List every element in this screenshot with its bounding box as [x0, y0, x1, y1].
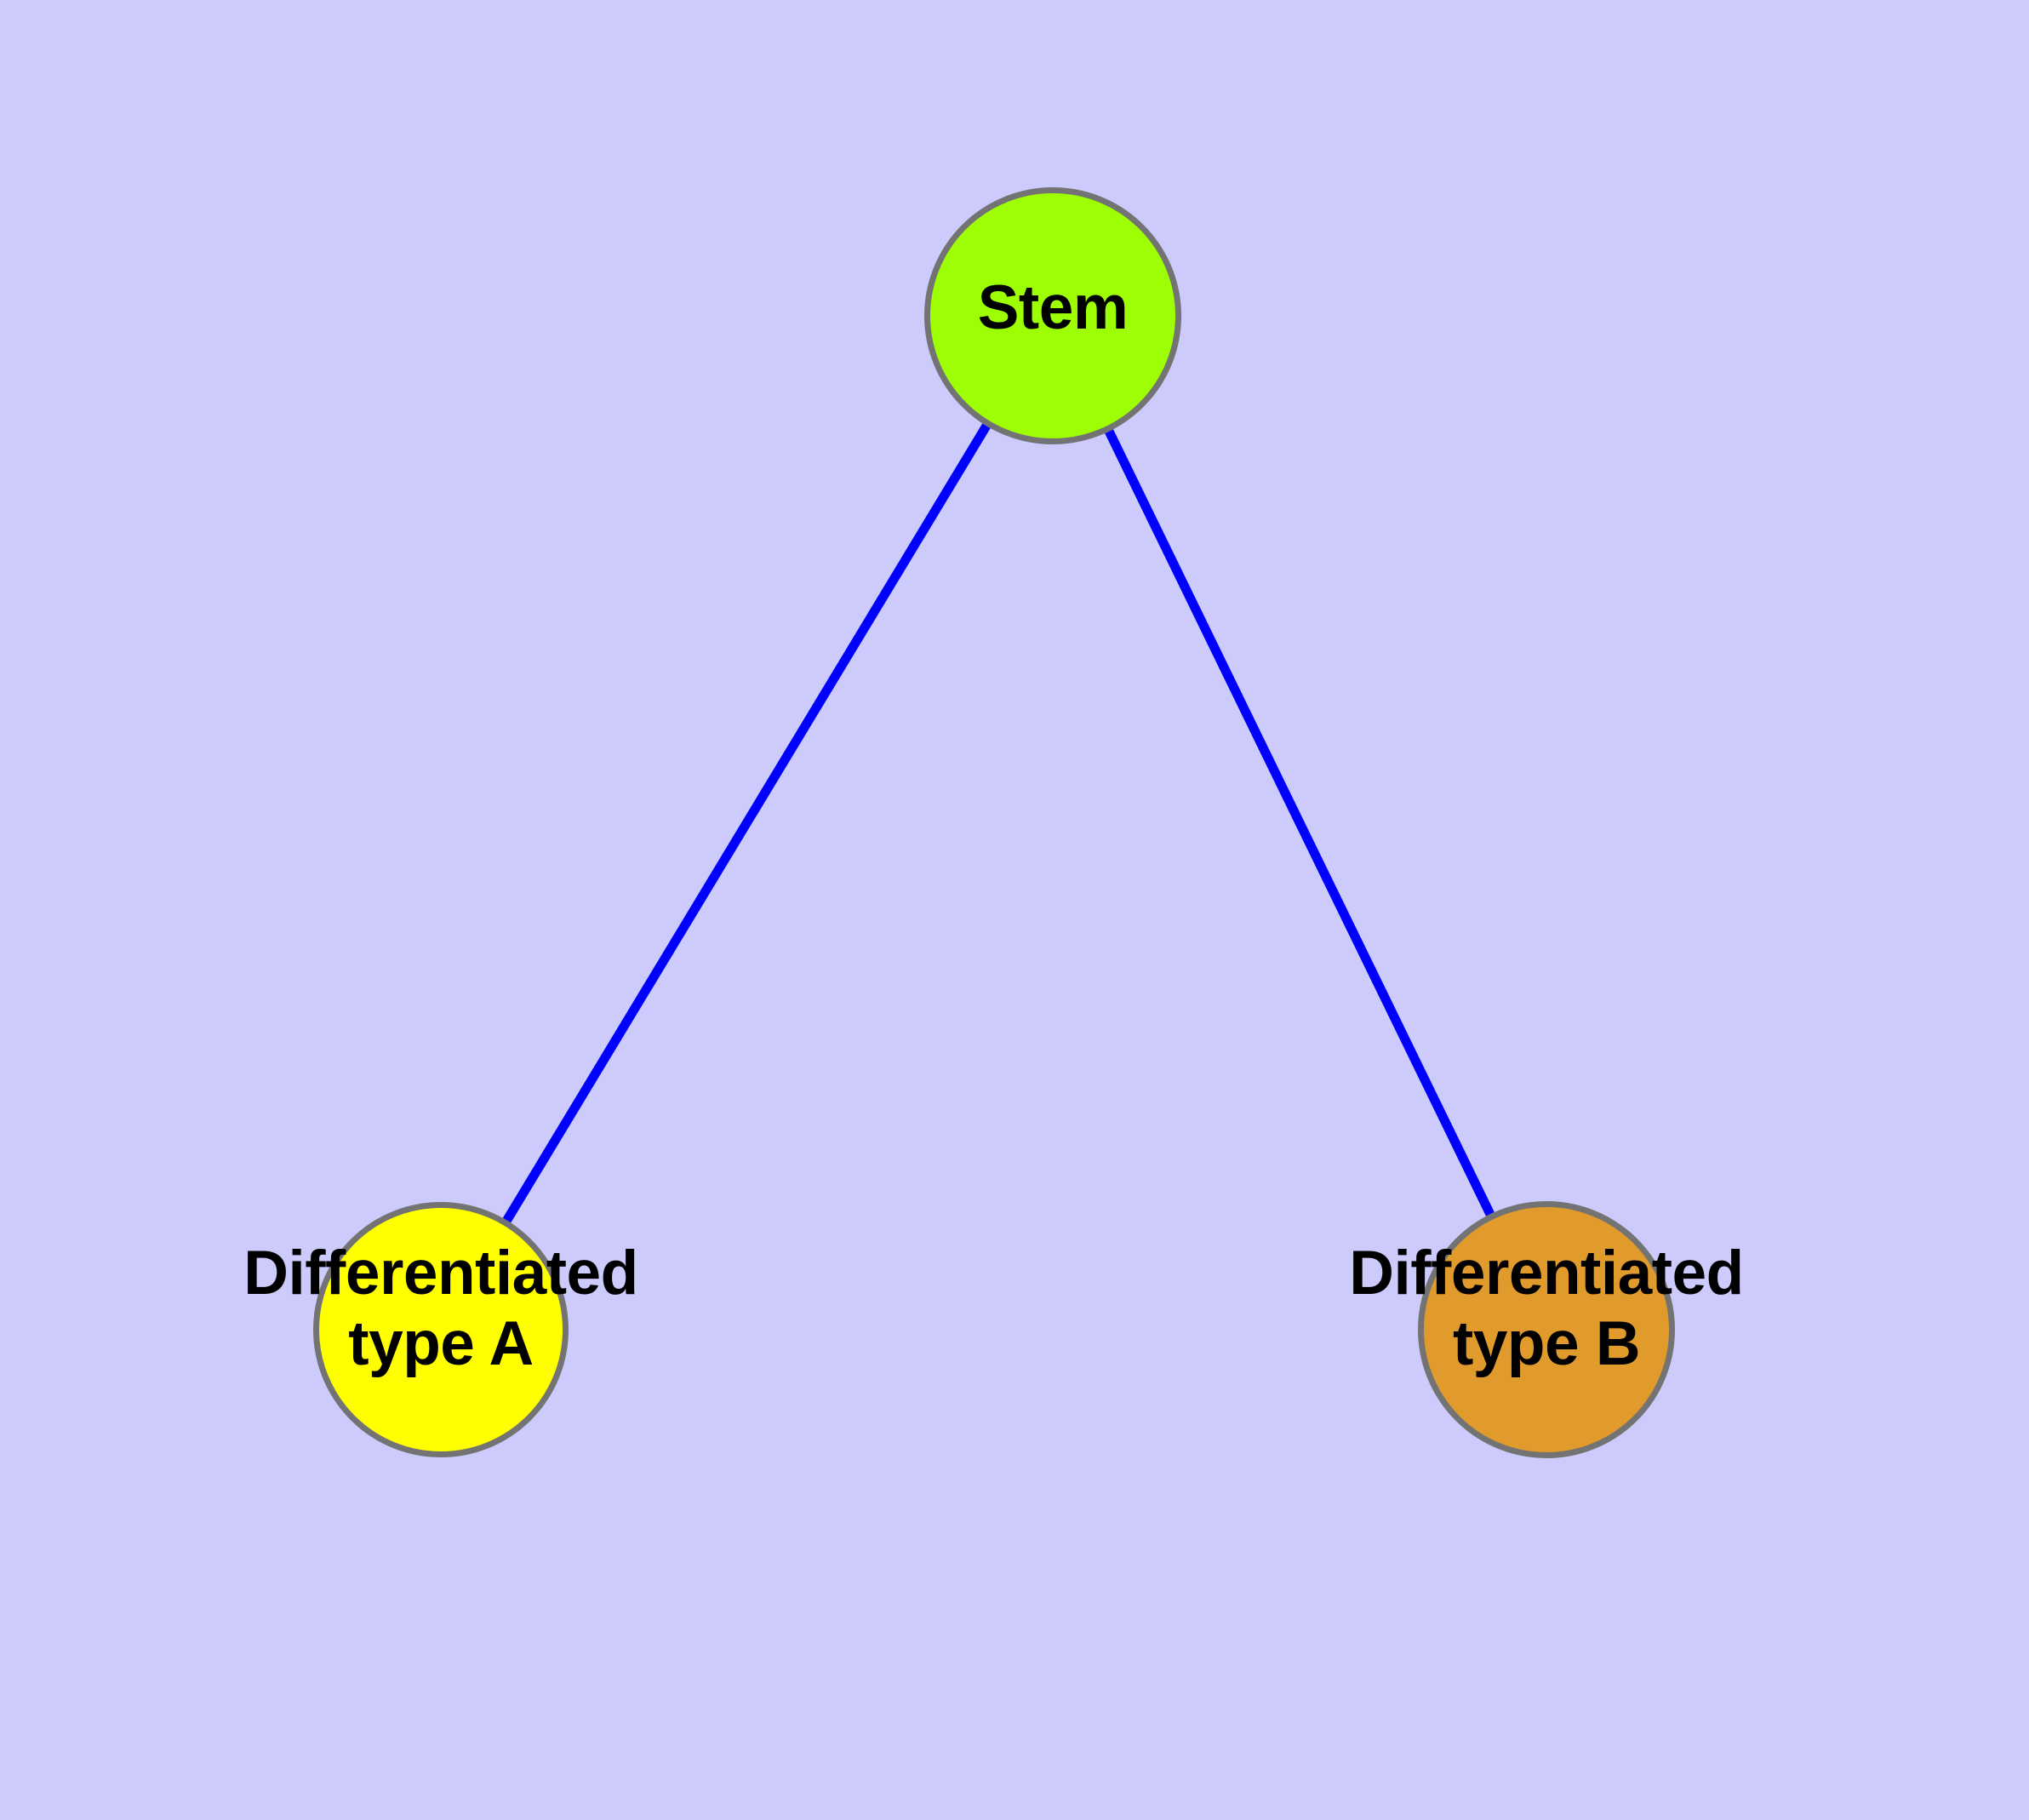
node-differentiated-type-b[interactable]	[1418, 1201, 1675, 1458]
edge-stem-to-differentiated-type-b	[1105, 429, 1495, 1216]
edge-stem-to-differentiated-type-a	[502, 423, 991, 1223]
node-stem[interactable]	[924, 187, 1181, 444]
node-differentiated-type-a[interactable]	[313, 1202, 569, 1457]
